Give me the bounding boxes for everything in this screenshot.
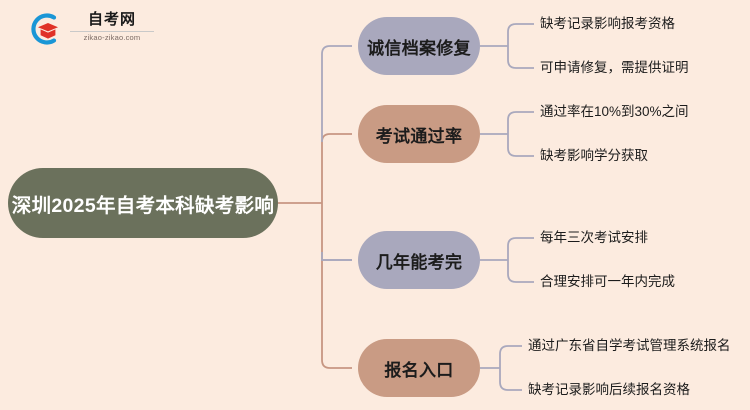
branch-node-3-label: 几年能考完 — [375, 252, 463, 272]
leaf-3-2: 合理安排可一年内完成 — [540, 274, 675, 289]
branch-node-3[interactable]: 几年能考完 — [358, 231, 480, 289]
logo-divider — [70, 31, 154, 32]
branch-node-4[interactable]: 报名入口 — [358, 339, 480, 397]
branch-node-1-label: 诚信档案修复 — [367, 38, 471, 58]
branch-node-4-label: 报名入口 — [384, 360, 454, 380]
leaf-4-1: 通过广东省自学考试管理系统报名 — [528, 338, 731, 353]
branch-node-2-label: 考试通过率 — [375, 126, 463, 146]
branch-node-2[interactable]: 考试通过率 — [358, 105, 480, 163]
leaf-1-1: 缺考记录影响报考资格 — [540, 16, 675, 31]
root-node[interactable]: 深圳2025年自考本科缺考影响 — [8, 168, 278, 238]
logo-title: 自考网 — [87, 11, 136, 28]
branch-node-1[interactable]: 诚信档案修复 — [358, 17, 480, 75]
logo-subtitle: zikao-zikao.com — [83, 33, 141, 42]
graduation-cap-in-circle-icon — [24, 11, 66, 47]
root-node-label: 深圳2025年自考本科缺考影响 — [11, 194, 275, 217]
leaf-2-1: 通过率在10%到30%之间 — [540, 104, 689, 119]
leaf-2-2: 缺考影响学分获取 — [540, 148, 648, 163]
logo-text-block: 自考网 zikao-zikao.com — [70, 10, 154, 43]
leaf-3-1: 每年三次考试安排 — [540, 230, 648, 245]
leaf-1-2: 可申请修复，需提供证明 — [540, 60, 689, 75]
site-logo: 自考网 zikao-zikao.com — [24, 8, 154, 50]
leaf-4-2: 缺考记录影响后续报名资格 — [528, 382, 690, 397]
